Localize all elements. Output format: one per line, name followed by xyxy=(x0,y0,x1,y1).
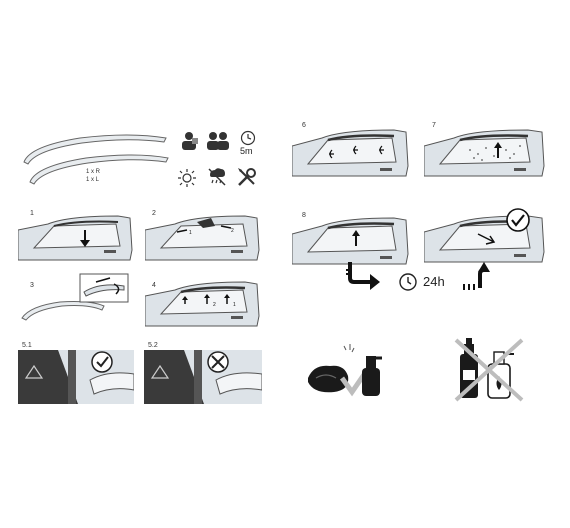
svg-text:2: 2 xyxy=(231,228,234,234)
step-8-number: 8 xyxy=(302,212,306,219)
step-final-illustration xyxy=(424,208,548,268)
part-count-right: 1 x R xyxy=(86,169,101,175)
gloves-icon xyxy=(178,130,200,152)
step-8-illustration xyxy=(292,212,412,268)
step-1-number: 1 xyxy=(30,210,34,217)
clock-icon-24h xyxy=(398,272,418,292)
svg-text:2: 2 xyxy=(213,302,216,308)
step-4-illustration: 2 1 xyxy=(145,276,263,332)
step-5-1-illustration xyxy=(18,350,134,404)
step-5-1-number: 5.1 xyxy=(22,342,32,349)
part-count-left: 1 x L xyxy=(86,177,100,183)
step-2-illustration: 1 2 xyxy=(145,210,263,266)
cleaning-allowed-icon xyxy=(304,338,386,400)
wait-arrow xyxy=(346,262,386,290)
step-7-illustration xyxy=(424,124,548,182)
tools-icon xyxy=(236,166,258,188)
install-time: 5m xyxy=(240,146,253,156)
step-6-illustration xyxy=(292,124,412,182)
step-4-number: 4 xyxy=(152,282,156,289)
temperature-sun-icon xyxy=(176,168,198,188)
svg-text:1: 1 xyxy=(189,230,192,236)
no-rain-icon xyxy=(206,166,228,188)
svg-text:1: 1 xyxy=(233,302,236,308)
step-5-2-number: 5.2 xyxy=(148,342,158,349)
step-2-number: 2 xyxy=(152,210,156,217)
chemicals-prohibited-icon xyxy=(454,336,524,402)
final-up-arrow xyxy=(462,260,498,290)
step-6-number: 6 xyxy=(302,122,306,129)
two-person-icon xyxy=(206,130,230,152)
clock-icon xyxy=(240,130,256,146)
step-7-number: 7 xyxy=(432,122,436,129)
step-1-illustration xyxy=(18,210,136,266)
step-5-2-illustration xyxy=(144,350,262,404)
step-3-illustration xyxy=(20,272,132,324)
wait-duration: 24h xyxy=(423,274,445,289)
deflector-parts-illustration xyxy=(20,128,170,188)
step-3-number: 3 xyxy=(30,282,34,289)
